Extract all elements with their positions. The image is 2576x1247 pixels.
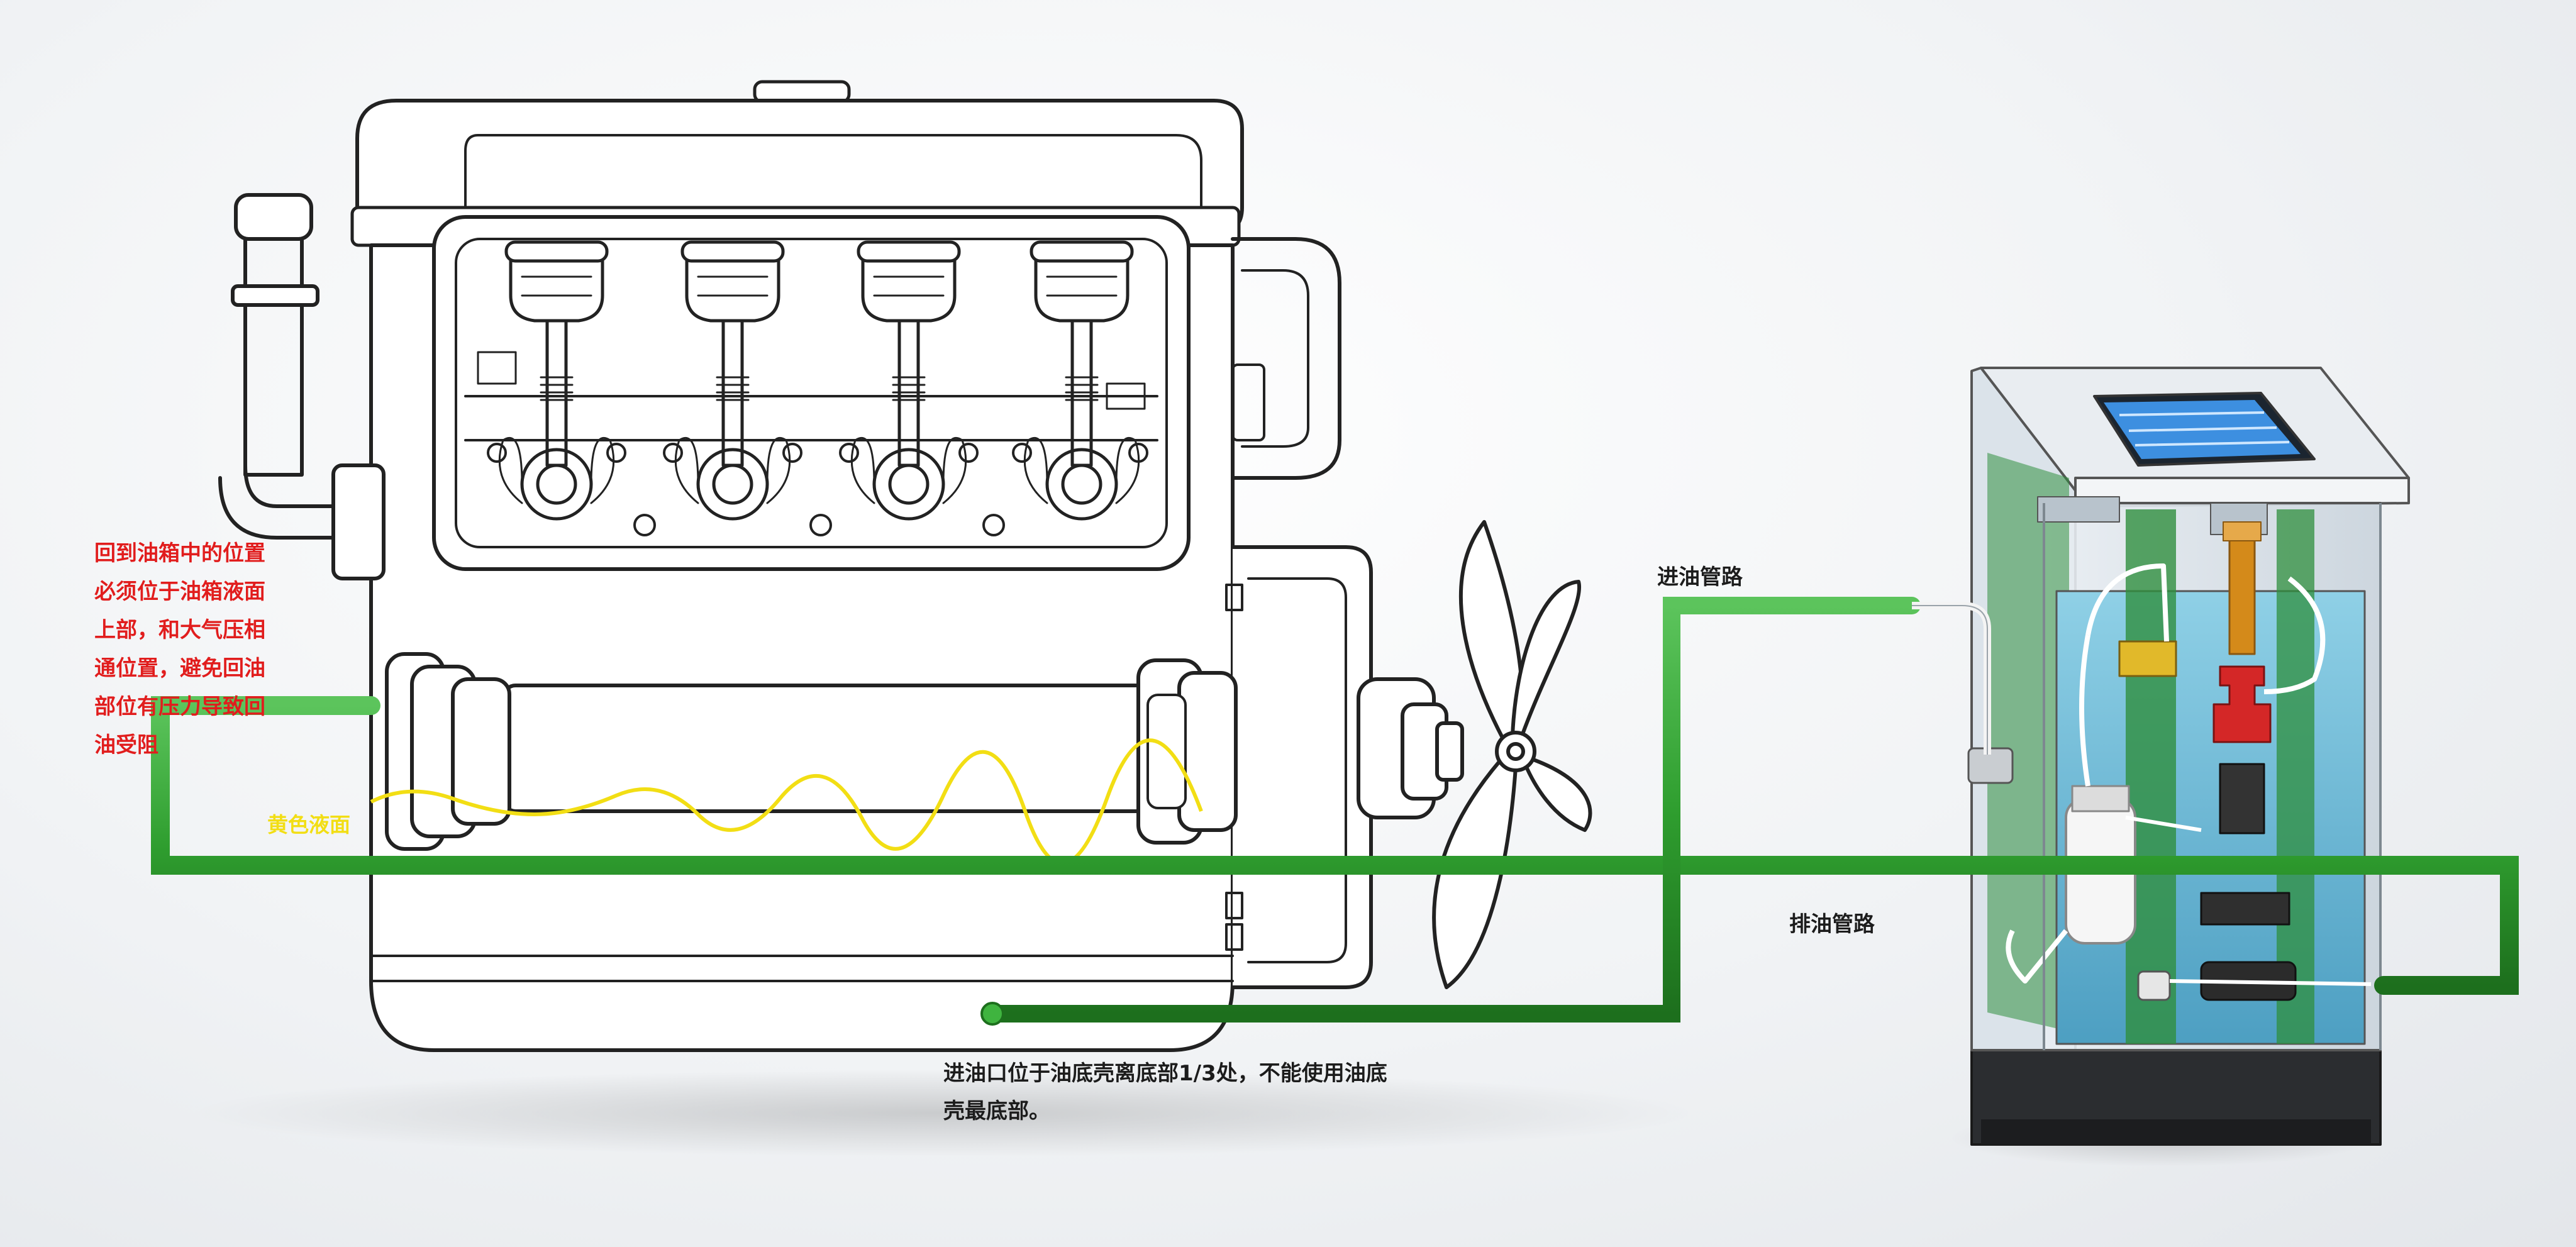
return-note-line: 回到油箱中的位置 [94,541,265,566]
oil-level-line [370,738,1203,865]
inlet-pipe [984,597,1921,1023]
return-pipe [151,696,2519,995]
return-note-line: 必须位于油箱液面 [94,579,265,604]
return-note-line: 部位有压力导致回 [94,694,265,719]
return-note-line: 油受阻 [94,733,158,758]
touchscreen-icon [2093,392,2316,467]
yellow-level-label: 黄色液面 [267,812,350,837]
return-position-note: 回到油箱中的位置 必须位于油箱液面 上部，和大气压相 通位置，避免回油 部位有压… [94,535,265,765]
inlet-position-note: 进油口位于油底壳离底部1/3处，不能使用油底 壳最底部。 [943,1055,1387,1130]
inlet-pipe-label: 进油管路 [1657,565,1743,590]
return-note-line: 通位置，避免回油 [94,656,265,681]
outlet-pipe-label: 排油管路 [1789,912,1875,937]
engine-outline-icon [218,80,1464,1052]
return-note-line: 上部，和大气压相 [94,618,265,643]
inlet-note-line: 进油口位于油底壳离底部1/3处，不能使用油底 [943,1061,1387,1086]
inlet-note-line: 壳最底部。 [943,1099,1050,1124]
green-pipes [151,597,2519,1023]
control-cabinet-icon [1967,367,2410,1146]
